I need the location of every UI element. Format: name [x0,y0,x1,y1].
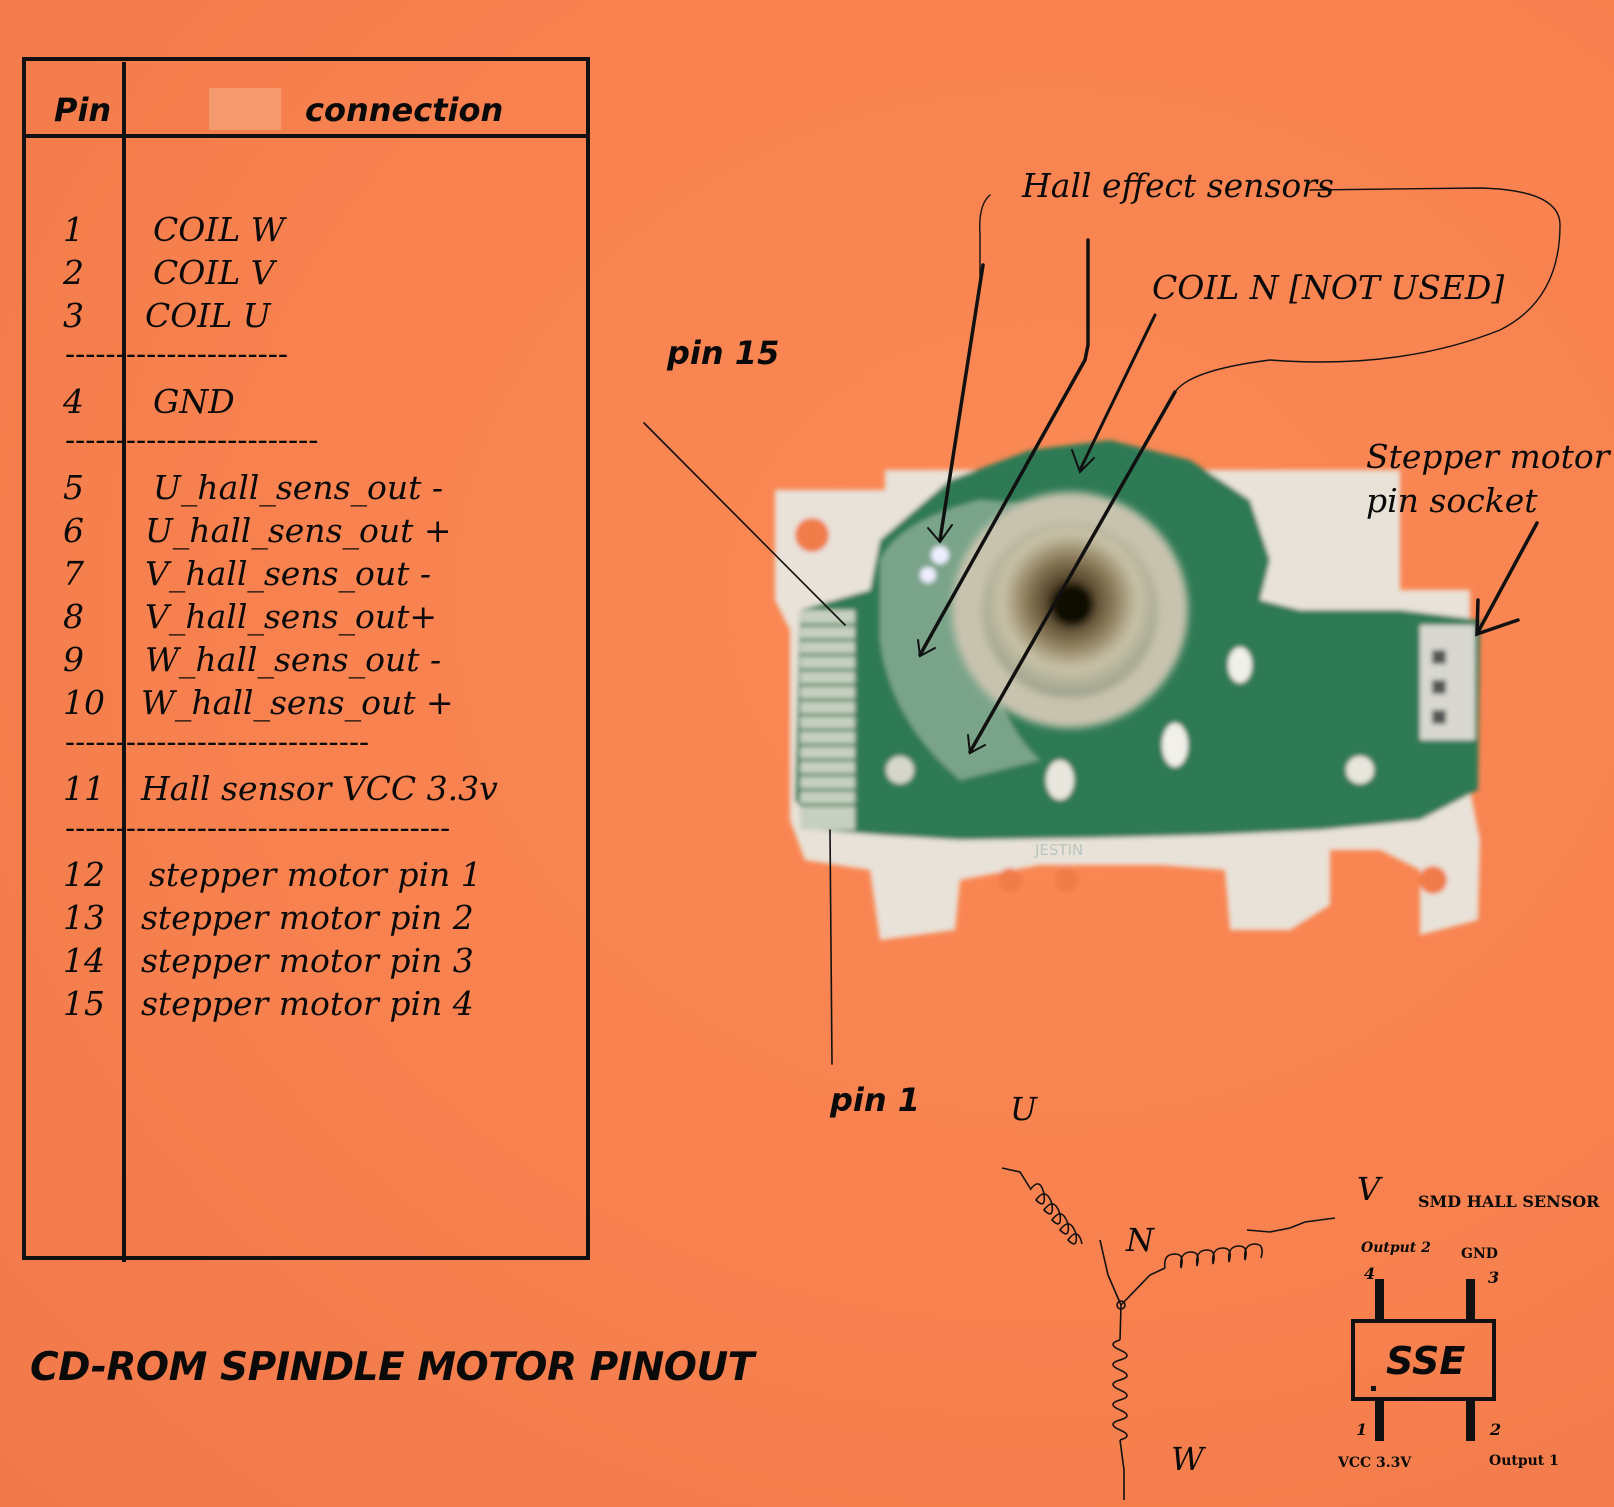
table-row: 10 W_hall_sens_out + [25,681,585,724]
pin-number: 9 [63,640,84,679]
hall-arrow-3 [968,390,1177,754]
sensor-pin-4 [1375,1279,1384,1321]
pin-number: 8 [63,597,84,636]
pin-connection: stepper motor pin 3 [141,941,474,980]
pin-number: 2 [63,253,84,292]
separator: ---------------------- [65,337,289,372]
pin2-number: 2 [1490,1420,1502,1439]
table-row: 4 GND [25,380,585,423]
sensor-body [1351,1319,1496,1401]
coil-u-label: U [1010,1090,1037,1128]
sensor-pin-2 [1466,1399,1475,1441]
pin1-name: VCC 3.3V [1338,1455,1412,1471]
table-row: 8 V_hall_sens_out+ [25,595,585,638]
coil-n-node-label: N [1126,1221,1154,1259]
stepper-socket-arrow [1476,521,1539,634]
pin15-pointer [643,422,846,626]
pin4-name: Output 2 [1361,1240,1431,1256]
hall-sensors-label: Hall effect sensors [1022,166,1334,205]
pin-number: 10 [63,683,105,722]
coil-v-label: V [1357,1170,1381,1208]
coil-w-label: W [1171,1440,1204,1478]
hall-sensor-bracket [1174,187,1561,393]
pin-connection: COIL U [145,296,271,335]
pin3-number: 3 [1488,1268,1500,1287]
pin-connection: stepper motor pin 1 [149,855,482,894]
table-row: 14 stepper motor pin 3 [25,939,585,982]
pin3-name: GND [1461,1246,1498,1262]
pin-connection: COIL W [153,210,285,249]
pin2-name: Output 1 [1489,1453,1559,1469]
redacted-patch [209,88,281,130]
chip-label: SSE [1386,1339,1466,1383]
pin4-number: 4 [1364,1264,1376,1283]
board-mark-text: JESTIN [1034,841,1083,859]
table-row: 11 Hall sensor VCC 3.3v [25,767,585,810]
pin-connection: stepper motor pin 4 [141,984,474,1023]
table-row: 3 COIL U [25,294,585,337]
pin1-number: 1 [1356,1420,1368,1439]
table-row: 6 U_hall_sens_out + [25,509,585,552]
stepper-socket-label-line1: Stepper motor [1366,437,1610,476]
hall-sensor-title: SMD HALL SENSOR [1418,1192,1600,1211]
pin1-marker-dot [1371,1386,1376,1391]
pin-number: 12 [63,855,105,894]
pin-connection: W_hall_sens_out - [145,640,442,679]
pin-connection: Hall sensor VCC 3.3v [141,769,498,808]
pin-connection: GND [153,382,235,421]
coil-n-arrow [1078,313,1157,472]
pin-number: 6 [63,511,84,550]
separator: -------------------------------------- [65,811,451,846]
sensor-pin-3 [1466,1279,1475,1321]
separator: ------------------------- [65,423,319,458]
coil-n-label: COIL N [NOT USED] [1152,268,1505,307]
pin-number: 11 [63,769,105,808]
separator: ------------------------------ [65,725,370,760]
pin-table [22,57,590,1260]
pin-number: 15 [63,984,105,1023]
coil-u [1029,1183,1083,1245]
table-row: 9 W_hall_sens_out - [25,638,585,681]
stepper-socket-label-line2: pin socket [1366,481,1538,520]
pin15-label: pin 15 [667,334,780,372]
pin-number: 7 [63,554,84,593]
pin-connection: stepper motor pin 2 [141,898,474,937]
pin-connection: U_hall_sens_out + [145,511,452,550]
pin-number: 3 [63,296,84,335]
coil-star-diagram [1001,1167,1336,1500]
table-row: 7 V_hall_sens_out - [25,552,585,595]
header-connection: connection [305,91,504,129]
table-row: 12 stepper motor pin 1 [25,853,585,896]
sensor-pin-1 [1375,1399,1384,1441]
pin-connection: V_hall_sens_out+ [145,597,438,636]
table-header-divider [22,134,590,138]
smd-hall-sensor-symbol [1351,1279,1496,1441]
page-title: CD-ROM SPINDLE MOTOR PINOUT [30,1345,754,1390]
table-row: 5 U_hall_sens_out - [25,466,585,509]
header-pin: Pin [54,91,112,129]
pin-number: 13 [63,898,105,937]
hall-arrow-1 [938,263,985,542]
table-row: 13 stepper motor pin 2 [25,896,585,939]
pin-number: 1 [63,210,84,249]
coil-w [1112,1339,1128,1441]
table-row: 1 COIL W [25,208,585,251]
table-row: 15 stepper motor pin 4 [25,982,585,1025]
pin-connection: COIL V [153,253,275,292]
pin-connection: U_hall_sens_out - [153,468,444,507]
pin1-label: pin 1 [830,1081,921,1119]
hall-arrow-2 [918,238,1090,657]
pin-number: 4 [63,382,84,421]
pin-connection: V_hall_sens_out - [145,554,432,593]
pin-number: 5 [63,468,84,507]
pin-number: 14 [63,941,105,980]
coil-v [1163,1243,1263,1269]
pin1-pointer [829,829,833,1065]
table-row: 2 COIL V [25,251,585,294]
table-column-divider [122,62,126,1262]
pin-connection: W_hall_sens_out + [141,683,454,722]
